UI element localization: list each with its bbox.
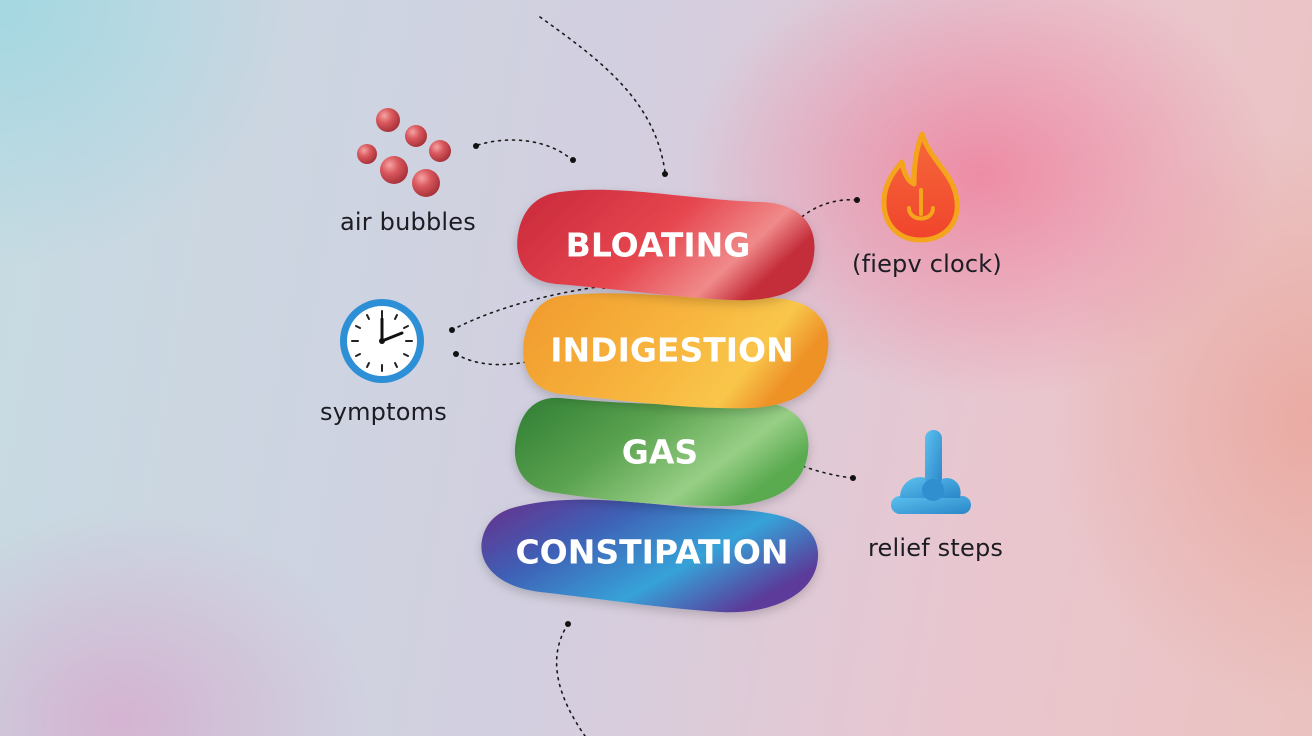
- clock-icon: [340, 299, 424, 383]
- air-bubbles-icon: [357, 108, 451, 197]
- constipation-label: CONSTIPATION: [515, 533, 788, 572]
- indigestion-label: INDIGESTION: [550, 331, 793, 370]
- relief-steps-label: relief steps: [868, 534, 1004, 562]
- fire-clock-label: (fiepv clock): [852, 250, 1002, 278]
- bloating-label: BLOATING: [566, 226, 751, 265]
- flame-icon: [881, 131, 960, 243]
- bloating-blob: BLOATING: [517, 189, 815, 301]
- air-bubbles-label: air bubbles: [340, 208, 476, 236]
- symptoms-label: symptoms: [320, 398, 447, 426]
- connector-top-curve: [539, 16, 666, 173]
- gas-label: GAS: [622, 433, 698, 472]
- indigestion-blob: INDIGESTION: [523, 293, 829, 409]
- gas-blob: GAS: [514, 397, 809, 506]
- relief-steps-icon: [891, 430, 971, 514]
- connector-bottom-curve: [555, 623, 586, 736]
- connector-symptoms-lower: [455, 353, 537, 366]
- connector-air-bubbles: [477, 139, 573, 161]
- constipation-blob: CONSTIPATION: [481, 499, 819, 613]
